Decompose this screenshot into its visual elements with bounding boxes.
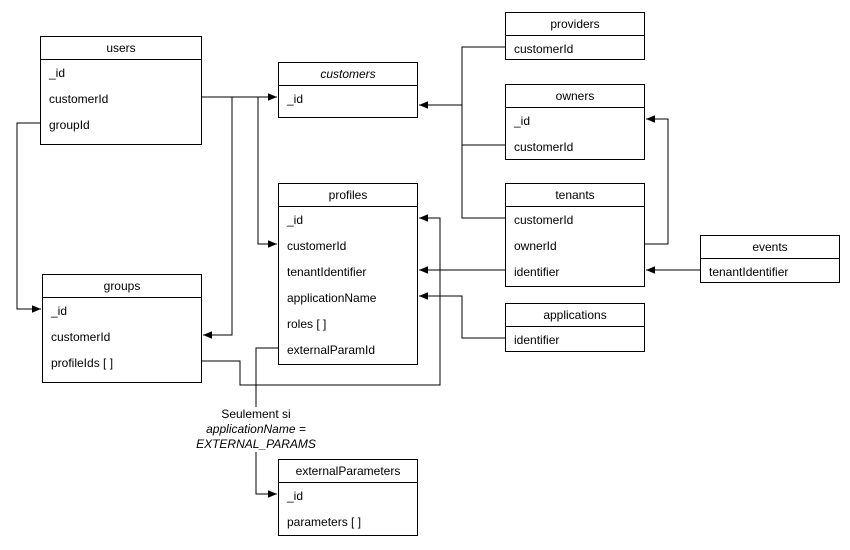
field-tenants-identifier: identifier <box>514 265 560 279</box>
entity-externalParameters: externalParameters _id parameters [ ] <box>278 459 418 536</box>
field-externalParameters-id: _id <box>287 489 304 503</box>
field-groups-id: _id <box>51 304 68 318</box>
field-tenants-ownerId: ownerId <box>514 239 557 253</box>
entity-externalParameters-fields: _id parameters [ ] <box>279 483 417 535</box>
field-groups-profileIds: profileIds [ ] <box>51 356 114 370</box>
entity-externalParameters-title: externalParameters <box>279 460 417 483</box>
entity-events-title: events <box>701 236 839 259</box>
field-users-customerId: customerId <box>49 92 109 106</box>
field-profiles-tenantIdentifier: tenantIdentifier <box>287 265 367 279</box>
field-users-groupId: groupId <box>49 118 90 132</box>
entity-customers: customers _id <box>278 62 418 118</box>
field-tenants-customerId: customerId <box>514 213 574 227</box>
entity-customers-fields: _id <box>279 86 417 117</box>
note-conditional: Seulement si applicationName = EXTERNAL_… <box>150 407 362 452</box>
field-owners-customerId: customerId <box>514 140 574 154</box>
field-events-tenantIdentifier: tenantIdentifier <box>709 265 789 279</box>
entity-profiles-title: profiles <box>279 184 417 207</box>
entity-applications-title: applications <box>506 304 644 327</box>
field-owners-id: _id <box>514 114 531 128</box>
entity-groups-fields: _id customerId profileIds [ ] <box>43 298 201 382</box>
entity-owners-title: owners <box>506 85 644 108</box>
entity-customers-title: customers <box>279 63 417 86</box>
field-profiles-customerId: customerId <box>287 239 347 253</box>
connector-bus-to-profiles-customerId <box>257 97 277 248</box>
entity-providers-fields: customerId <box>506 36 644 62</box>
entity-owners: owners _id customerId <box>505 84 645 160</box>
field-customers-id: _id <box>287 92 304 106</box>
field-applications-identifier: identifier <box>514 333 560 347</box>
connector-users-groupId-to-groups-id <box>16 122 41 313</box>
entity-owners-fields: _id customerId <box>506 108 644 160</box>
entity-profiles: profiles _id customerId tenantIdentifier… <box>278 183 418 365</box>
entity-groups: groups _id customerId profileIds [ ] <box>42 274 202 383</box>
field-profiles-externalParamId: externalParamId <box>287 343 376 357</box>
note-conditional-line1: Seulement si <box>221 407 291 421</box>
entity-users-title: users <box>41 37 201 60</box>
field-profiles-id: _id <box>287 213 304 227</box>
entity-tenants-fields: customerId ownerId identifier <box>506 207 644 286</box>
connector-applications-to-profiles <box>419 292 505 339</box>
field-providers-customerId: customerId <box>514 42 574 56</box>
entity-tenants-title: tenants <box>506 184 644 207</box>
entity-events: events tenantIdentifier <box>700 235 840 283</box>
field-profiles-roles: roles [ ] <box>287 317 327 331</box>
connector-right-bus <box>461 46 505 219</box>
connector-bus-to-groups-customerId <box>203 97 233 339</box>
field-users-id: _id <box>49 66 66 80</box>
note-conditional-line2: applicationName = EXTERNAL_PARAMS <box>196 422 316 451</box>
entity-users: users _id customerId groupId <box>40 36 202 145</box>
entity-applications-fields: identifier <box>506 327 644 353</box>
entity-users-fields: _id customerId groupId <box>41 60 201 144</box>
entity-tenants: tenants customerId ownerId identifier <box>505 183 645 287</box>
connector-tenants-ownerId-to-owners-id <box>645 115 669 245</box>
entity-events-fields: tenantIdentifier <box>701 259 839 285</box>
entity-providers-title: providers <box>506 13 644 36</box>
entity-groups-title: groups <box>43 275 201 298</box>
field-groups-customerId: customerId <box>51 330 111 344</box>
entity-profiles-fields: _id customerId tenantIdentifier applicat… <box>279 207 417 364</box>
field-externalParameters-parameters: parameters [ ] <box>287 515 362 529</box>
connector-groups-profileIds-to-profiles-id <box>202 214 441 386</box>
entity-providers: providers customerId <box>505 12 645 60</box>
entity-applications: applications identifier <box>505 303 645 352</box>
field-profiles-applicationName: applicationName <box>287 291 377 305</box>
